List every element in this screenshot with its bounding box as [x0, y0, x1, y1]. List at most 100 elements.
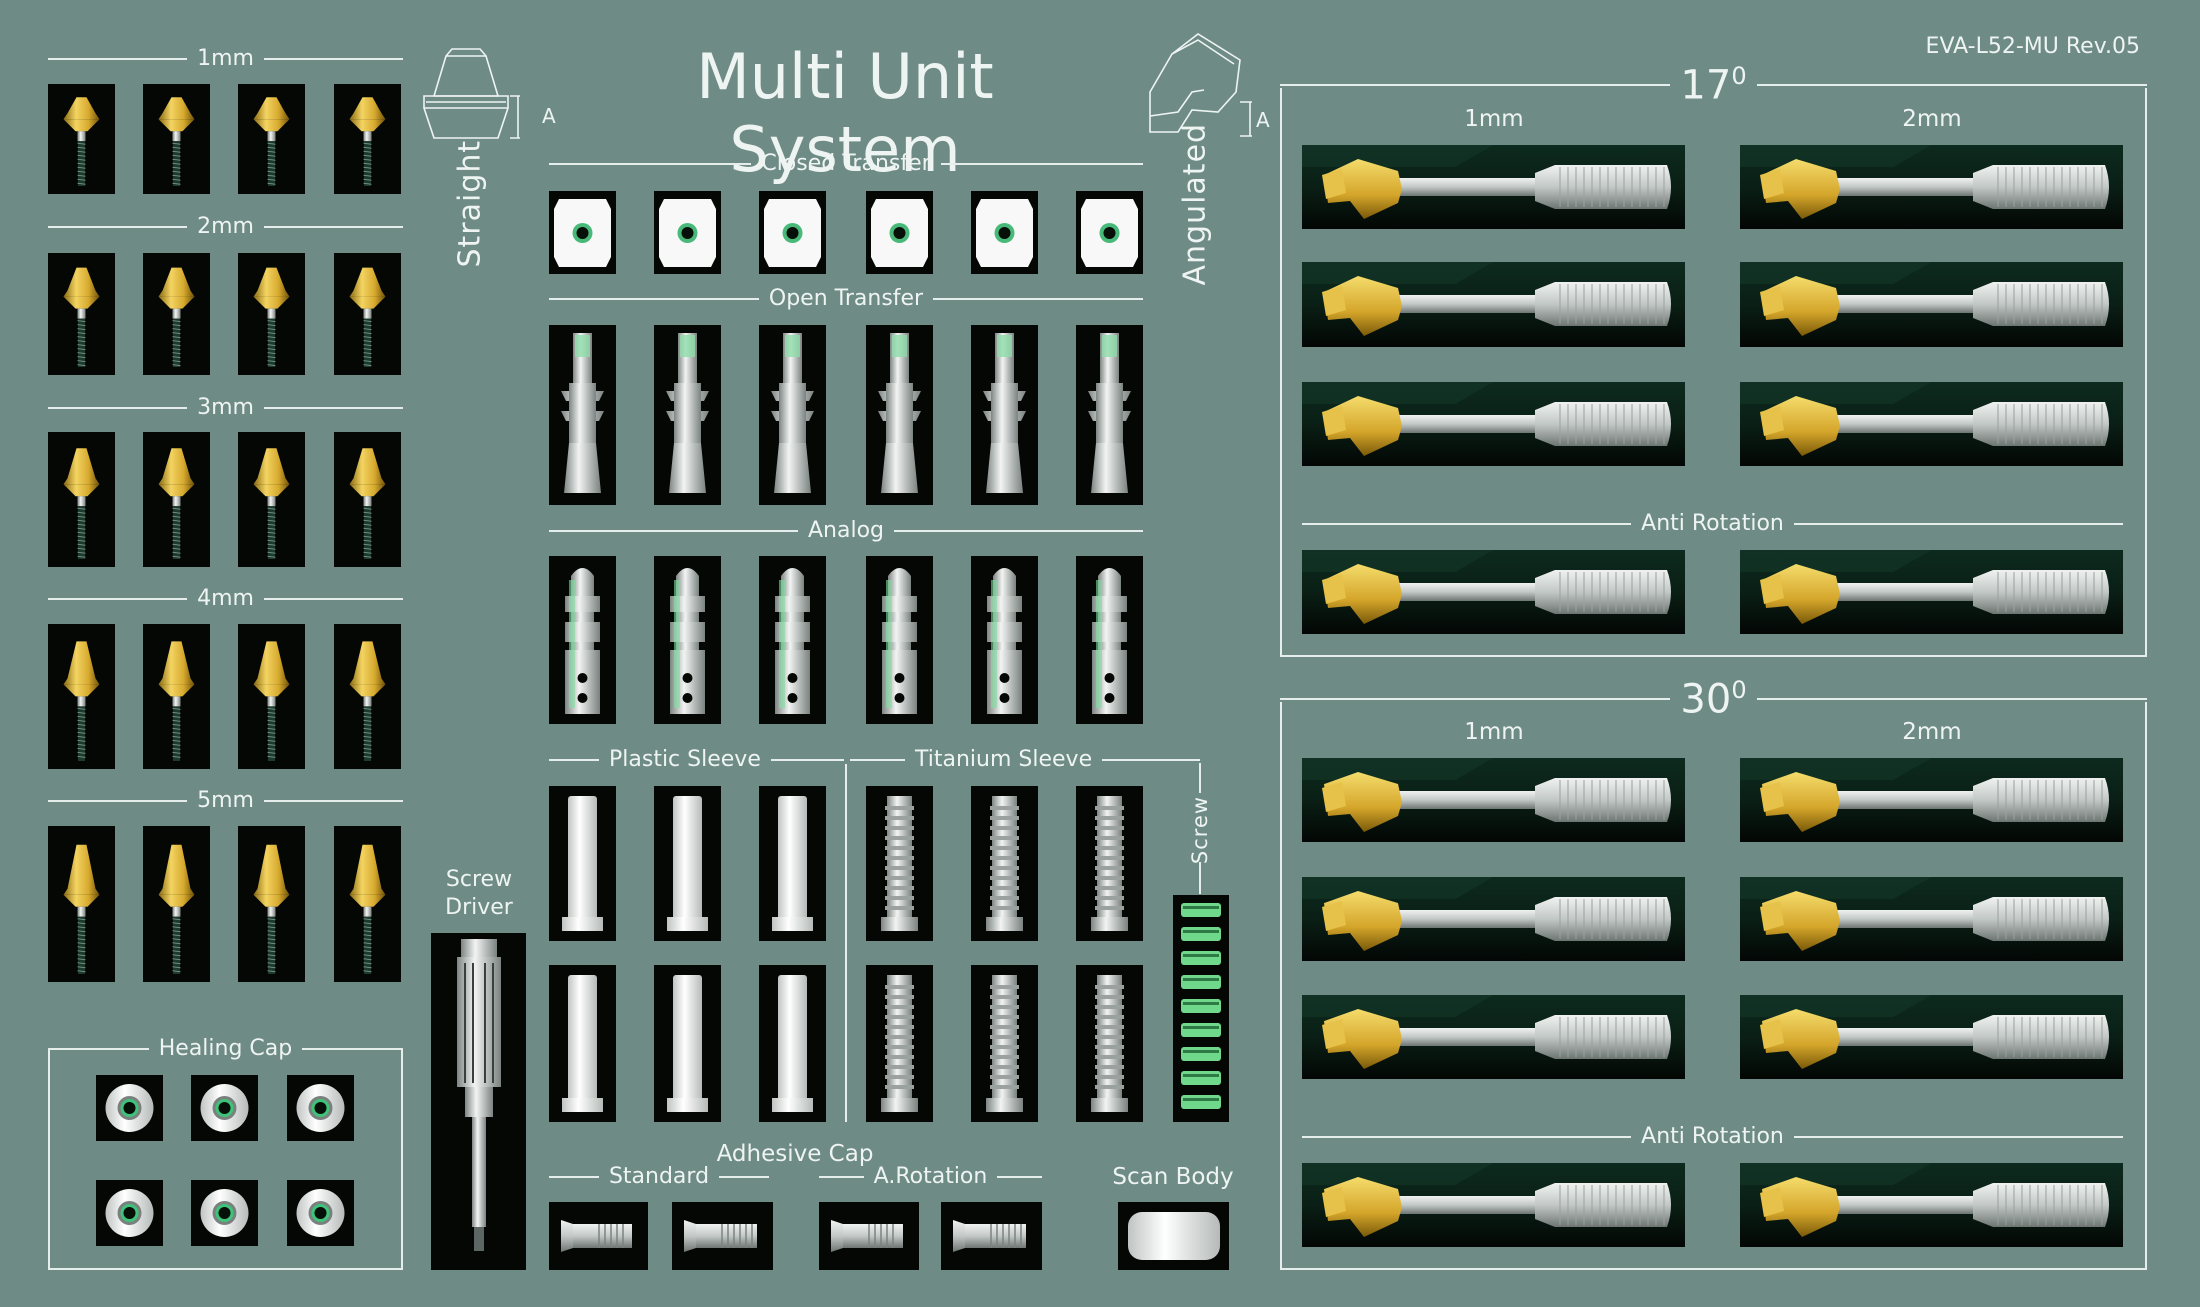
- angle-30-anti-rotation-abutment-icon: [1740, 1163, 2123, 1247]
- angle-30-abutment-tile[interactable]: [1302, 995, 1685, 1079]
- straight-abutment-icon: [158, 448, 195, 559]
- angle-30-box: [1280, 702, 2147, 1270]
- closed-transfer-tile[interactable]: [759, 191, 826, 274]
- open-transfer-tile[interactable]: [1076, 325, 1143, 505]
- angle-17-abutment-tile[interactable]: [1302, 262, 1685, 347]
- plastic-sleeve-tile[interactable]: [549, 965, 616, 1122]
- angle-30-abutment-icon: [1740, 995, 2123, 1079]
- angle-17-abutment-tile[interactable]: [1302, 145, 1685, 229]
- plastic-sleeve-tile[interactable]: [759, 965, 826, 1122]
- straight-abutment-tile[interactable]: [48, 624, 115, 769]
- angle-30-abutment-tile[interactable]: [1740, 995, 2123, 1079]
- plastic-sleeve-tile[interactable]: [549, 786, 616, 941]
- straight-abutment-tile[interactable]: [48, 253, 115, 375]
- straight-3mm-header: 3mm: [48, 395, 404, 420]
- open-transfer-tile[interactable]: [654, 325, 721, 505]
- angle-17-abutment-tile[interactable]: [1302, 382, 1685, 466]
- adhesive-cap-tile[interactable]: [819, 1202, 919, 1270]
- healing-cap-icon: [296, 1189, 345, 1237]
- closed-transfer-tile[interactable]: [549, 191, 616, 274]
- straight-abutment-tile[interactable]: [48, 826, 115, 982]
- angle-30-value: 30: [1680, 676, 1732, 723]
- adhesive-cap-tile[interactable]: [549, 1202, 648, 1270]
- angle-30-abutment-tile[interactable]: [1302, 758, 1685, 842]
- healing-cap-tile[interactable]: [96, 1180, 163, 1246]
- titanium-sleeve-tile[interactable]: [1076, 965, 1143, 1122]
- healing-cap-tile[interactable]: [287, 1075, 354, 1141]
- open-transfer-tile[interactable]: [759, 325, 826, 505]
- straight-abutment-tile[interactable]: [143, 432, 210, 567]
- healing-cap-tile[interactable]: [191, 1180, 258, 1246]
- titanium-sleeve-tile[interactable]: [866, 965, 933, 1122]
- plastic-sleeve-tile[interactable]: [759, 786, 826, 941]
- titanium-sleeve-tile[interactable]: [1076, 786, 1143, 941]
- open-transfer-tile[interactable]: [971, 325, 1038, 505]
- angle-17-abutment-tile[interactable]: [1740, 382, 2123, 466]
- healing-cap-tile[interactable]: [96, 1075, 163, 1141]
- straight-abutment-tile[interactable]: [334, 826, 401, 982]
- straight-abutment-tile[interactable]: [238, 624, 305, 769]
- straight-abutment-icon: [349, 448, 386, 559]
- straight-abutment-tile[interactable]: [334, 84, 401, 194]
- closed-transfer-tile[interactable]: [1076, 191, 1143, 274]
- closed-transfer-tile[interactable]: [866, 191, 933, 274]
- straight-abutment-tile[interactable]: [143, 624, 210, 769]
- open-transfer-tile[interactable]: [866, 325, 933, 505]
- straight-abutment-tile[interactable]: [334, 432, 401, 567]
- analog-tile[interactable]: [759, 556, 826, 724]
- plastic-sleeve-tile[interactable]: [654, 965, 721, 1122]
- open-transfer-icon: [666, 333, 709, 493]
- angle-17-anti-rotation-abutment-icon: [1740, 550, 2123, 634]
- analog-tile[interactable]: [654, 556, 721, 724]
- angle-17-anti-rotation-abutment-tile[interactable]: [1302, 550, 1685, 634]
- straight-abutment-tile[interactable]: [48, 84, 115, 194]
- angle-30-abutment-tile[interactable]: [1740, 758, 2123, 842]
- straight-abutment-tile[interactable]: [143, 826, 210, 982]
- angle-30-anti-rotation-abutment-tile[interactable]: [1740, 1163, 2123, 1247]
- titanium-sleeve-tile[interactable]: [866, 786, 933, 941]
- straight-abutment-tile[interactable]: [238, 253, 305, 375]
- scan-body-tile[interactable]: [1118, 1202, 1229, 1270]
- angle-30-abutment-tile[interactable]: [1740, 877, 2123, 961]
- angle-30-abutment-tile[interactable]: [1302, 877, 1685, 961]
- angle-17-abutment-tile[interactable]: [1740, 262, 2123, 347]
- straight-2mm-header: 2mm: [48, 214, 404, 239]
- angle-30-anti-rotation-abutment-tile[interactable]: [1302, 1163, 1685, 1247]
- adhesive-arotation-header: A.Rotation: [819, 1164, 1043, 1189]
- straight-abutment-tile[interactable]: [143, 253, 210, 375]
- straight-2mm-label: 2mm: [197, 214, 254, 239]
- titanium-sleeve-tile[interactable]: [971, 786, 1038, 941]
- analog-tile[interactable]: [549, 556, 616, 724]
- straight-abutment-tile[interactable]: [334, 253, 401, 375]
- titanium-sleeve-icon: [881, 796, 918, 931]
- straight-abutment-tile[interactable]: [238, 826, 305, 982]
- angle-17-abutment-tile[interactable]: [1740, 145, 2123, 229]
- straight-abutment-tile[interactable]: [238, 84, 305, 194]
- analog-tile[interactable]: [971, 556, 1038, 724]
- closed-transfer-tile[interactable]: [654, 191, 721, 274]
- titanium-sleeve-tile[interactable]: [971, 965, 1038, 1122]
- adhesive-arotation-label: A.Rotation: [873, 1164, 988, 1189]
- straight-abutment-tile[interactable]: [143, 84, 210, 194]
- straight-abutment-tile[interactable]: [48, 432, 115, 567]
- adhesive-cap-tile[interactable]: [672, 1202, 773, 1270]
- open-transfer-icon: [561, 333, 604, 493]
- angle-17-abutment-icon: [1740, 262, 2123, 347]
- healing-cap-tile[interactable]: [191, 1075, 258, 1141]
- screw-driver-tile[interactable]: [431, 933, 526, 1270]
- straight-abutment-tile[interactable]: [238, 432, 305, 567]
- straight-abutment-icon: [63, 97, 100, 186]
- straight-abutment-icon: [158, 267, 195, 367]
- analog-tile[interactable]: [866, 556, 933, 724]
- straight-abutment-tile[interactable]: [334, 624, 401, 769]
- healing-cap-tile[interactable]: [287, 1180, 354, 1246]
- angle-17-anti-rotation-label: Anti Rotation: [1641, 511, 1784, 536]
- screw-tile[interactable]: [1173, 895, 1229, 1122]
- closed-transfer-tile[interactable]: [971, 191, 1038, 274]
- analog-tile[interactable]: [1076, 556, 1143, 724]
- adhesive-cap-tile[interactable]: [941, 1202, 1042, 1270]
- open-transfer-tile[interactable]: [549, 325, 616, 505]
- titanium-sleeve-icon: [986, 975, 1023, 1112]
- plastic-sleeve-tile[interactable]: [654, 786, 721, 941]
- angle-17-anti-rotation-abutment-tile[interactable]: [1740, 550, 2123, 634]
